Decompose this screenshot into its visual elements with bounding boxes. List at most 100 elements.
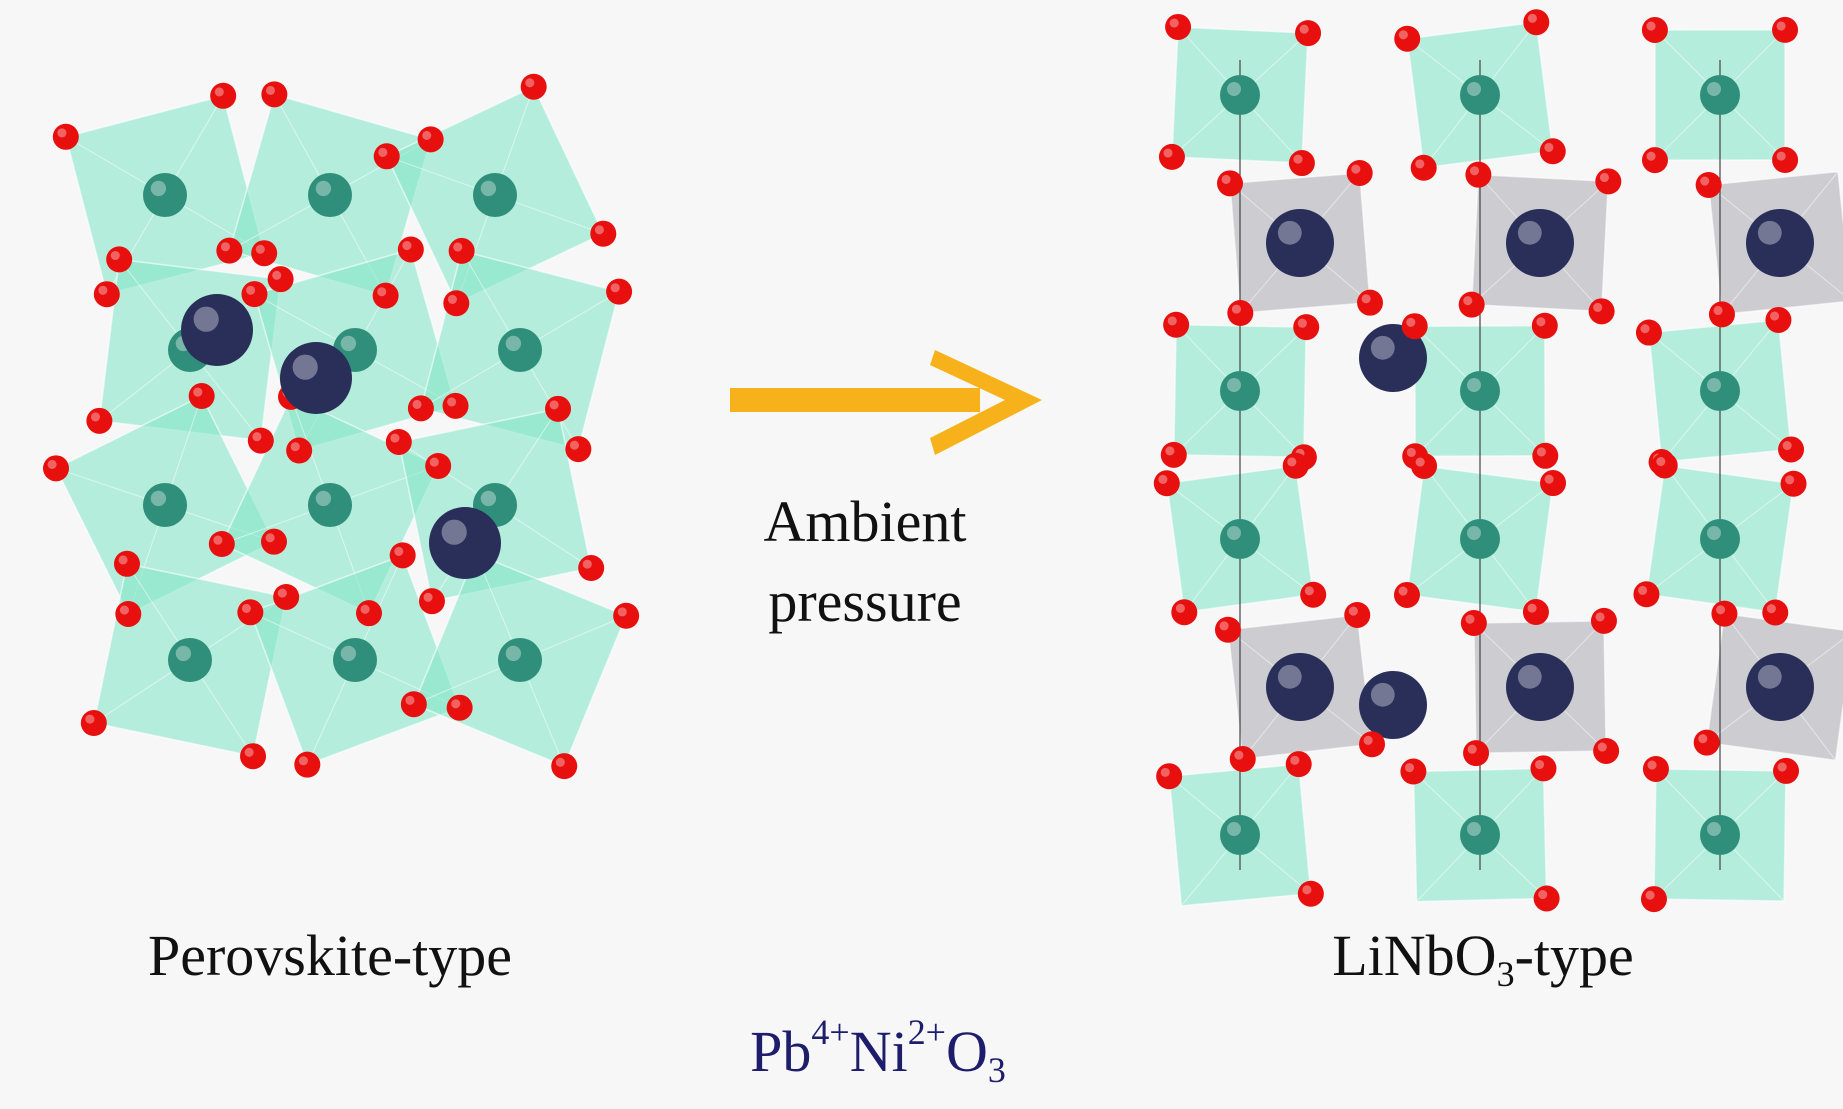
oxygen-atom-highlight [1287,457,1297,467]
oxygen-atom [1411,452,1438,479]
oxygen-atom-highlight [1404,763,1415,773]
pb-atom [1266,209,1334,277]
oxygen-atom [286,437,313,464]
oxygen-atom [1780,470,1807,497]
oxygen-atom-highlight [1348,606,1358,616]
perovskite-structure [43,73,640,780]
oxygen-atom-highlight [1221,174,1231,184]
oxygen-atom-highlight [1293,154,1303,164]
oxygen-atom [1153,470,1180,497]
oxygen-atom [1344,601,1371,628]
pb-atom-highlight [1277,664,1302,689]
oxygen-atom-highlight [1656,457,1666,467]
oxygen-atom [1156,763,1183,790]
ni-atom-highlight [1467,526,1481,540]
oxygen-atom-highlight [402,241,412,251]
oxygen-atom [1300,581,1327,608]
ni-atom [308,483,352,527]
oxygen-atom-highlight [1776,21,1786,31]
oxygen-atom-highlight [1645,890,1655,900]
pb-atom [1746,209,1814,277]
oxygen-atom [1530,755,1557,782]
pb-atom [1746,653,1814,721]
oxygen-atom [1282,452,1309,479]
oxygen-atom-highlight [1290,755,1300,765]
oxygen-atom [251,240,278,267]
oxygen-atom [1295,20,1322,47]
ni-atom [498,638,542,682]
oxygen-atom-highlight [1782,440,1792,451]
ni-atom [333,638,377,682]
oxygen-atom [208,530,235,557]
oxygen-atom-highlight [110,250,120,261]
oxygen-atom-highlight [1363,735,1373,745]
pb-atom-highlight [1757,664,1782,689]
pb-atom [1266,653,1334,721]
ni-atom [1460,75,1500,115]
oxygen-atom [1229,746,1256,773]
oxygen-atom [545,395,572,422]
ni-atom-highlight [1227,82,1241,96]
oxygen-atom-highlight [1766,604,1776,614]
ni-atom-highlight [1227,526,1241,540]
oxygen-atom-highlight [390,433,400,443]
oxygen-atom [613,602,640,629]
linbo3-subscript: 3 [1496,953,1515,994]
oxygen-atom-highlight [1647,760,1657,770]
ni-atom [1460,519,1500,559]
oxygen-atom-highlight [422,130,432,141]
oxygen-atom [1465,161,1492,188]
oxygen-atom-highlight [1361,294,1371,304]
oxygen-atom [188,383,215,410]
oxygen-atom-highlight [569,440,580,450]
oxygen-atom [551,753,578,780]
oxygen-atom [80,710,107,737]
formula-o-count: 3 [987,1049,1006,1090]
ni-atom-highlight [1227,378,1241,392]
formula-ni-charge: 2+ [907,1012,946,1053]
oxygen-atom [1772,16,1799,43]
oxygen-atom [261,81,288,108]
oxygen-atom [86,407,113,434]
oxygen-atom [1762,599,1789,626]
arrow-icon [730,350,1042,455]
oxygen-atom-highlight [1785,475,1795,485]
ni-atom [498,328,542,372]
oxygen-atom-highlight [1593,302,1603,312]
ni-atom-highlight [1707,378,1721,392]
ni-atom-highlight [1707,526,1721,540]
oxygen-atom [355,600,382,627]
oxygen-atom-highlight [1713,305,1723,316]
oxygen-atom [1641,16,1668,43]
transition-label-ambient: Ambient [763,489,967,554]
ni-atom [1220,519,1260,559]
pb-atom [429,507,501,579]
ni-atom-highlight [315,490,332,507]
oxygen-atom-highlight [1234,750,1244,760]
ni-atom-highlight [150,490,167,507]
ni-atom-highlight [150,180,167,197]
pb-atom [1506,209,1574,277]
oxygen-atom [448,237,475,264]
oxygen-atom-highlight [277,588,287,598]
oxygen-atom-highlight [1715,605,1726,615]
oxygen-atom-highlight [1638,585,1648,595]
oxygen-atom [443,290,470,317]
oxygen-atom [446,694,473,721]
ni-atom [473,173,517,217]
ni-atom [1700,371,1740,411]
oxygen-atom-highlight [1777,762,1787,772]
oxygen-atom-highlight [1158,474,1168,484]
oxygen-atom [1641,147,1668,174]
ni-atom [1700,815,1740,855]
oxygen-atom-highlight [377,287,387,297]
ni-atom-highlight [1227,822,1241,836]
oxygen-atom [1293,314,1320,341]
oxygen-atom-highlight [1415,457,1425,467]
oxygen-atom [1693,729,1720,756]
oxygen-atom-highlight [423,592,433,602]
oxygen-atom-highlight [1469,166,1480,176]
oxygen-atom-highlight [57,128,67,138]
oxygen-atom [1695,171,1722,198]
oxygen-atom-highlight [90,412,101,422]
